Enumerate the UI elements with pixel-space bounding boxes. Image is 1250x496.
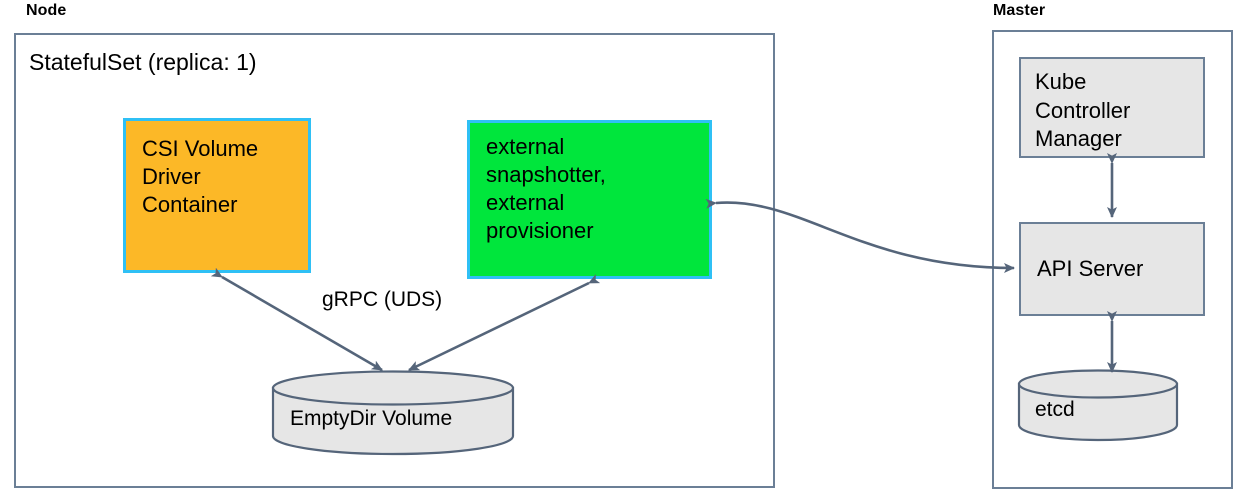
- external-line-1: external: [486, 134, 565, 159]
- master-zone-label: Master: [993, 2, 1046, 19]
- external-line-3: external: [486, 190, 565, 216]
- kcm-line-3: Manager: [1035, 126, 1122, 152]
- kcm-line-2: Controller: [1035, 97, 1131, 123]
- kcm-line-1: Kube: [1035, 69, 1087, 94]
- kube-controller-manager-box[interactable]: Kube Controller Manager: [1019, 57, 1205, 158]
- emptydir-volume-cylinder[interactable]: [270, 370, 516, 458]
- api-server-label: API Server: [1037, 255, 1144, 281]
- external-sidecars-box[interactable]: external snapshotter, external provision…: [467, 120, 712, 279]
- etcd-cylinder[interactable]: [1016, 369, 1180, 443]
- csi-driver-line-3: Container: [142, 192, 238, 218]
- api-server-box[interactable]: API Server: [1019, 222, 1205, 316]
- csi-driver-line-1: CSI Volume: [142, 136, 259, 161]
- csi-volume-driver-container-box[interactable]: CSI Volume Driver Container: [123, 118, 311, 273]
- node-zone-label: Node: [26, 2, 67, 19]
- grpc-uds-label: gRPC (UDS): [322, 288, 443, 311]
- etcd-label: etcd: [1035, 398, 1075, 421]
- external-line-2: snapshotter,: [486, 162, 606, 188]
- external-line-4: provisioner: [486, 218, 594, 244]
- statefulset-title: StatefulSet (replica: 1): [29, 49, 257, 75]
- csi-driver-line-2: Driver: [142, 164, 201, 190]
- emptydir-volume-label: EmptyDir Volume: [290, 407, 453, 430]
